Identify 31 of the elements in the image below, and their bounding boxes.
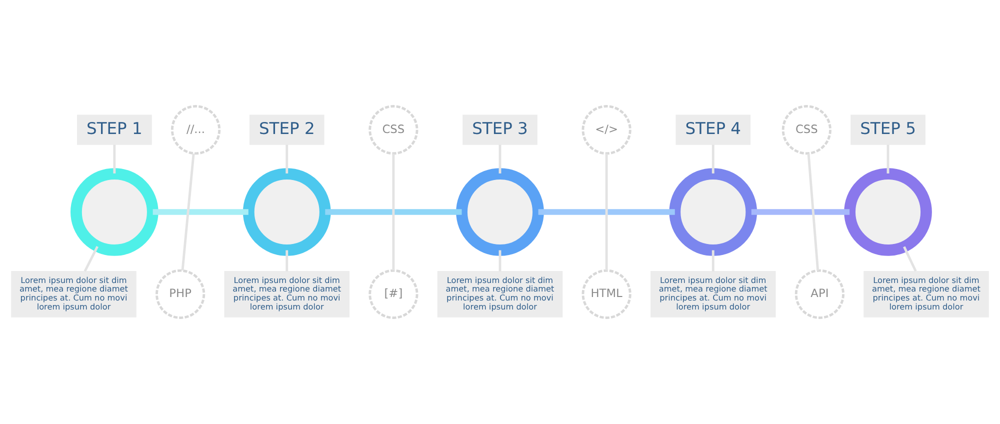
node-gear xyxy=(70,168,158,256)
node-circle: //... xyxy=(170,105,221,155)
node-box: STEP 4 xyxy=(676,114,751,145)
node-gear xyxy=(669,168,758,256)
connector xyxy=(181,154,195,271)
node-gear xyxy=(844,168,932,256)
node-circle: </> xyxy=(582,105,632,155)
node-gear xyxy=(242,168,331,256)
node-gear xyxy=(456,168,544,256)
node-circle: CSS xyxy=(368,105,418,155)
node-circle: API xyxy=(794,269,844,319)
connector xyxy=(84,246,99,272)
connector xyxy=(538,209,675,215)
node-box: Lorem ipsum dolor sit dim amet, mea regione diamet principes at. Cum no movi lorem ipsum dolor xyxy=(11,270,136,318)
node-circle: [#] xyxy=(368,269,418,319)
node-circle: CSS xyxy=(782,105,832,155)
node-box: STEP 3 xyxy=(462,114,538,145)
connector xyxy=(807,154,820,271)
connector xyxy=(325,209,462,215)
node-box: STEP 2 xyxy=(249,114,324,145)
node-box: Lorem ipsum dolor sit dim amet, mea regione diamet principes at. Cum no movi lorem ipsum dolor xyxy=(437,270,563,318)
node-circle: PHP xyxy=(156,269,206,319)
connector xyxy=(152,209,248,215)
node-box: STEP 1 xyxy=(77,114,152,145)
connector xyxy=(903,246,917,272)
node-box: Lorem ipsum dolor sit dim amet, mea regione diamet principes at. Cum no movi lorem ipsum dolor xyxy=(650,270,776,318)
node-box: Lorem ipsum dolor sit dim amet, mea regione diamet principes at. Cum no movi lorem ipsum dolor xyxy=(864,270,989,318)
node-box: Lorem ipsum dolor sit dim amet, mea regione diamet principes at. Cum no movi lorem ipsum dolor xyxy=(224,270,350,318)
node-circle: HTML xyxy=(582,269,632,319)
node-box: STEP 5 xyxy=(850,114,926,145)
connector xyxy=(751,209,850,215)
